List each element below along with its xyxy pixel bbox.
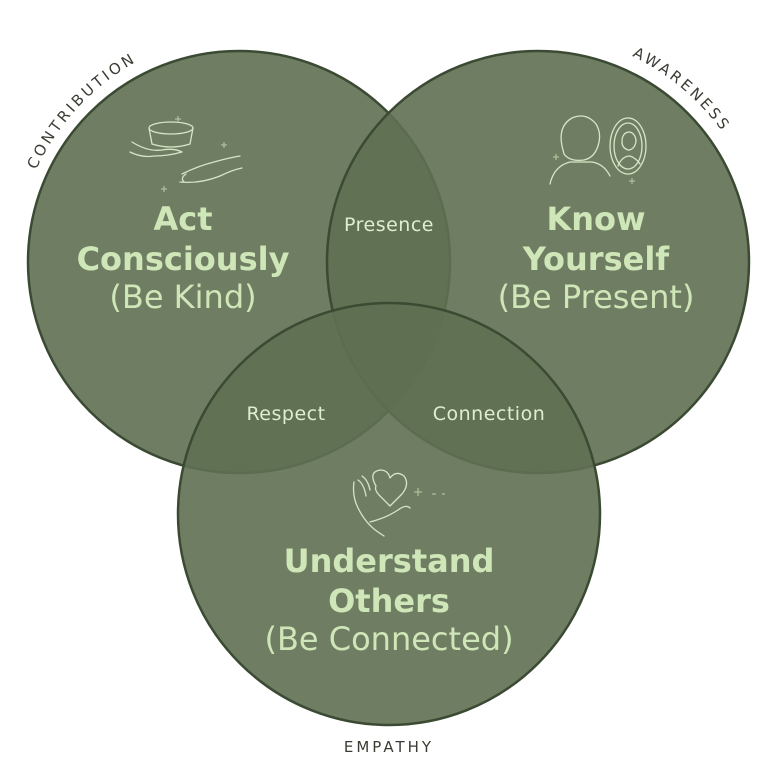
bottom-subtitle: (Be Connected) [264, 620, 513, 658]
left-title-line1: Act [153, 200, 212, 238]
offering-hands-icon [129, 116, 243, 192]
right-title-line1: Know [546, 200, 645, 238]
bottom-title-line2: Others [328, 582, 450, 620]
left-subtitle: (Be Kind) [109, 278, 256, 316]
overlap-label-connection: Connection [433, 403, 546, 425]
overlap-label-presence: Presence [344, 214, 434, 236]
ring-label-empathy: EMPATHY [344, 738, 434, 756]
hand-holding-heart-icon [352, 469, 445, 537]
bottom-title-line1: Understand [284, 542, 495, 580]
left-title-line2: Consciously [77, 240, 290, 278]
right-subtitle: (Be Present) [498, 278, 695, 316]
right-title-line2: Yourself [522, 240, 671, 278]
overlap-label-respect: Respect [246, 403, 325, 425]
mirror-reflection-icon [549, 115, 647, 185]
circle-empathy [176, 301, 602, 727]
